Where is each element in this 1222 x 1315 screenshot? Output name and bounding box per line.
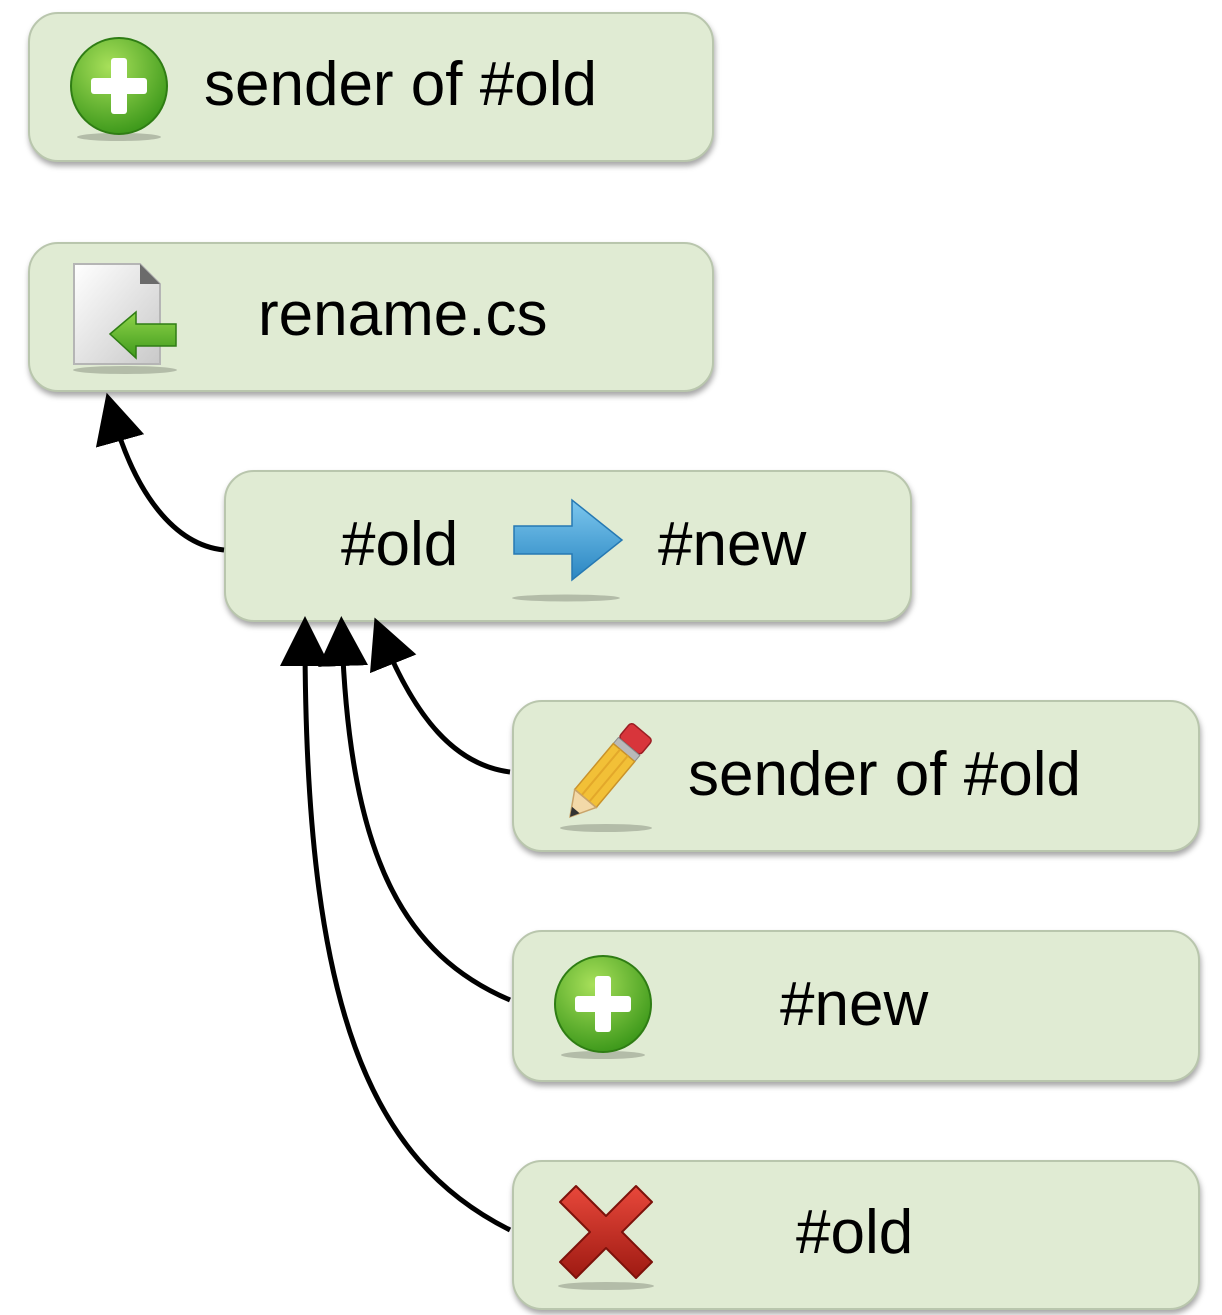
right-arrow-icon (510, 496, 626, 604)
node-rename-old-new: #old #new (224, 470, 912, 622)
node-label: sender of #old (204, 50, 597, 119)
add-icon (66, 36, 172, 142)
node-remove-old: #old (512, 1160, 1200, 1310)
node-add-new: #new (512, 930, 1200, 1082)
arrow-add-new-to-rename (318, 616, 511, 1003)
node-label: #new (780, 970, 929, 1039)
new-symbol-label: #new (658, 510, 807, 579)
node-label: sender of #old (688, 740, 1081, 809)
node-label: #old (796, 1198, 914, 1267)
arrow-remove-old-to-rename (280, 616, 512, 1233)
old-symbol-label: #old (341, 510, 459, 579)
pencil-icon (556, 722, 656, 834)
arrow-edit-sender-to-rename (370, 617, 511, 775)
node-add-sender: sender of #old (28, 12, 714, 162)
add-icon (550, 954, 656, 1060)
node-edit-sender: sender of #old (512, 700, 1200, 852)
arrow-rename-to-file (95, 392, 225, 553)
node-label: rename.cs (258, 280, 548, 349)
delete-icon (552, 1180, 660, 1292)
file-import-icon (70, 260, 180, 375)
node-file-rename-cs: rename.cs (28, 242, 714, 392)
